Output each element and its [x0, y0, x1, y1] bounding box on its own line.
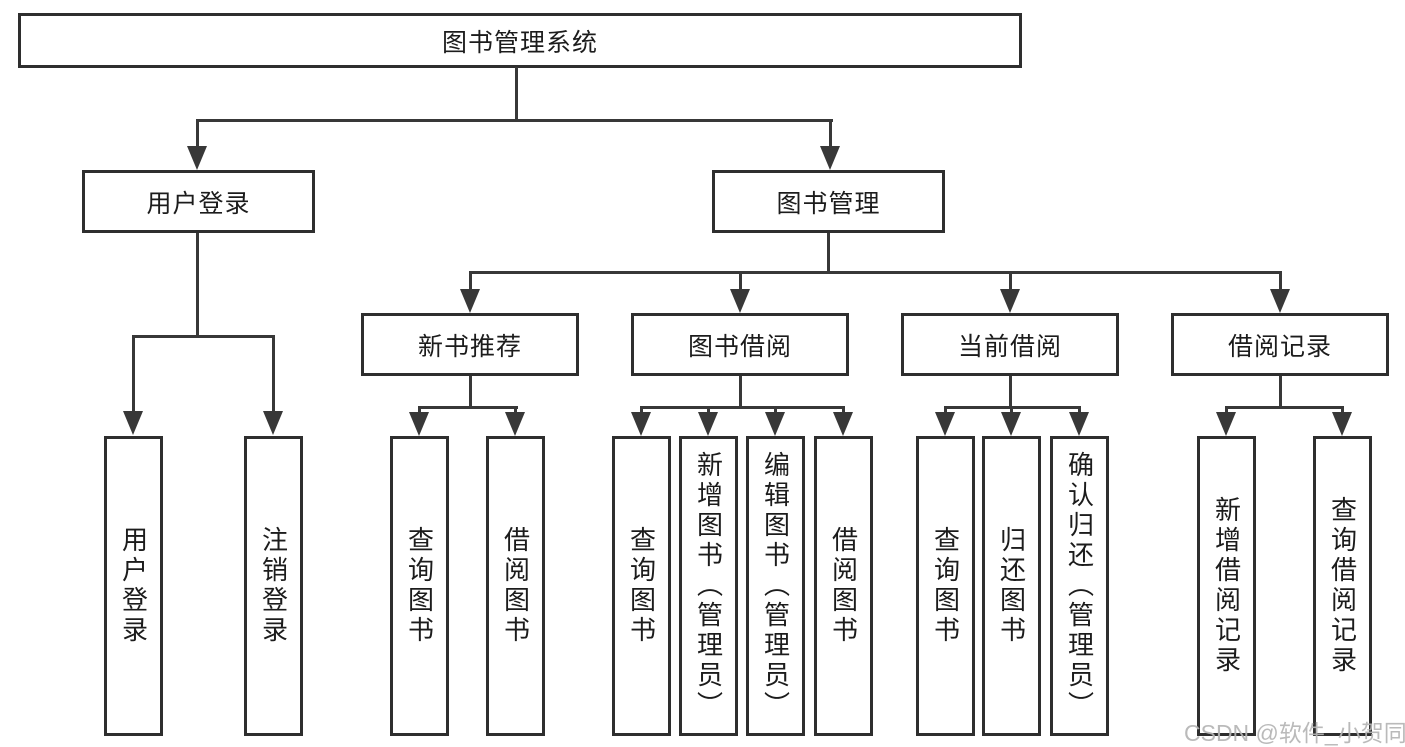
leaf-confirm-return-admin-label: 确认归还（管理员）	[1064, 451, 1095, 721]
arrow-down-icon	[263, 411, 283, 435]
connector-line	[1279, 376, 1282, 408]
node-borrow-record: 借阅记录	[1171, 313, 1389, 376]
connector-line	[829, 119, 832, 150]
connector-line	[132, 335, 275, 338]
node-root-label: 图书管理系统	[441, 28, 598, 57]
connector-line	[1225, 406, 1228, 416]
arrow-down-icon	[1270, 289, 1290, 313]
leaf-edit-books-admin: 编辑图书（管理员）	[746, 436, 805, 736]
arrow-down-icon	[631, 412, 651, 436]
node-current-borrow: 当前借阅	[901, 313, 1119, 376]
node-new-book-recommend-label: 新书推荐	[417, 332, 522, 361]
connector-line	[1009, 271, 1012, 293]
connector-line	[515, 67, 518, 120]
leaf-logout: 注销登录	[244, 436, 303, 736]
node-book-management: 图书管理	[712, 170, 945, 233]
node-book-borrow-label: 图书借阅	[687, 332, 792, 361]
node-new-book-recommend: 新书推荐	[361, 313, 579, 376]
arrow-down-icon	[730, 289, 750, 313]
connector-line	[739, 271, 742, 293]
connector-line	[469, 271, 1282, 274]
leaf-add-borrow-record-label: 新增借阅记录	[1211, 496, 1242, 676]
connector-line	[640, 406, 643, 416]
arrow-down-icon	[460, 289, 480, 313]
connector-line	[640, 406, 844, 409]
arrow-down-icon	[505, 412, 525, 436]
leaf-query-books-3: 查询图书	[916, 436, 975, 736]
leaf-query-borrow-record-label: 查询借阅记录	[1327, 496, 1358, 676]
connector-line	[418, 406, 421, 416]
arrow-down-icon	[409, 412, 429, 436]
arrow-down-icon	[1000, 289, 1020, 313]
connector-line	[1279, 271, 1282, 293]
leaf-query-books-1-label: 查询图书	[404, 526, 435, 646]
node-borrow-record-label: 借阅记录	[1227, 332, 1332, 361]
leaf-add-borrow-record: 新增借阅记录	[1197, 436, 1256, 736]
leaf-confirm-return-admin: 确认归还（管理员）	[1050, 436, 1109, 736]
connector-line	[469, 271, 472, 293]
leaf-user-login-label: 用户登录	[118, 526, 149, 646]
node-root: 图书管理系统	[18, 13, 1022, 68]
connector-line	[469, 376, 472, 408]
node-user-login: 用户登录	[82, 170, 315, 233]
arrow-down-icon	[765, 412, 785, 436]
connector-line	[196, 119, 199, 150]
arrow-down-icon	[833, 412, 853, 436]
connector-line	[739, 376, 742, 408]
connector-line	[1009, 376, 1012, 408]
leaf-query-books-3-label: 查询图书	[930, 526, 961, 646]
leaf-query-borrow-record: 查询借阅记录	[1313, 436, 1372, 736]
connector-line	[272, 335, 275, 415]
connector-line	[1078, 406, 1081, 416]
node-current-borrow-label: 当前借阅	[957, 332, 1062, 361]
connector-line	[196, 119, 833, 122]
arrow-down-icon	[1069, 412, 1089, 436]
connector-line	[514, 406, 517, 416]
leaf-return-books: 归还图书	[982, 436, 1041, 736]
arrow-down-icon	[935, 412, 955, 436]
connector-line	[418, 406, 518, 409]
connector-line	[1225, 406, 1344, 409]
leaf-borrow-books-1-label: 借阅图书	[500, 526, 531, 646]
leaf-add-books-admin-label: 新增图书（管理员）	[693, 451, 724, 721]
leaf-edit-books-admin-label: 编辑图书（管理员）	[760, 451, 791, 721]
leaf-query-books-2: 查询图书	[612, 436, 671, 736]
arrow-down-icon	[820, 146, 840, 170]
leaf-borrow-books-1: 借阅图书	[486, 436, 545, 736]
arrow-down-icon	[1001, 412, 1021, 436]
connector-line	[1341, 406, 1344, 416]
node-book-borrow: 图书借阅	[631, 313, 849, 376]
node-book-management-label: 图书管理	[776, 189, 881, 218]
arrow-down-icon	[123, 411, 143, 435]
leaf-query-books-1: 查询图书	[390, 436, 449, 736]
connector-line	[1010, 406, 1013, 416]
leaf-user-login: 用户登录	[104, 436, 163, 736]
connector-line	[774, 406, 777, 416]
arrow-down-icon	[187, 146, 207, 170]
connector-line	[132, 335, 135, 415]
connector-line	[196, 233, 199, 338]
leaf-query-books-2-label: 查询图书	[626, 526, 657, 646]
arrow-down-icon	[1332, 412, 1352, 436]
node-user-login-label: 用户登录	[146, 189, 251, 218]
connector-line	[944, 406, 947, 416]
leaf-borrow-books-2-label: 借阅图书	[828, 526, 859, 646]
leaf-add-books-admin: 新增图书（管理员）	[679, 436, 738, 736]
connector-line	[707, 406, 710, 416]
connector-line	[842, 406, 845, 416]
arrow-down-icon	[1216, 412, 1236, 436]
leaf-logout-label: 注销登录	[258, 526, 289, 646]
leaf-borrow-books-2: 借阅图书	[814, 436, 873, 736]
connector-line	[827, 233, 830, 274]
arrow-down-icon	[698, 412, 718, 436]
watermark: CSDN @软件_小贺同学	[1184, 720, 1405, 746]
leaf-return-books-label: 归还图书	[996, 526, 1027, 646]
